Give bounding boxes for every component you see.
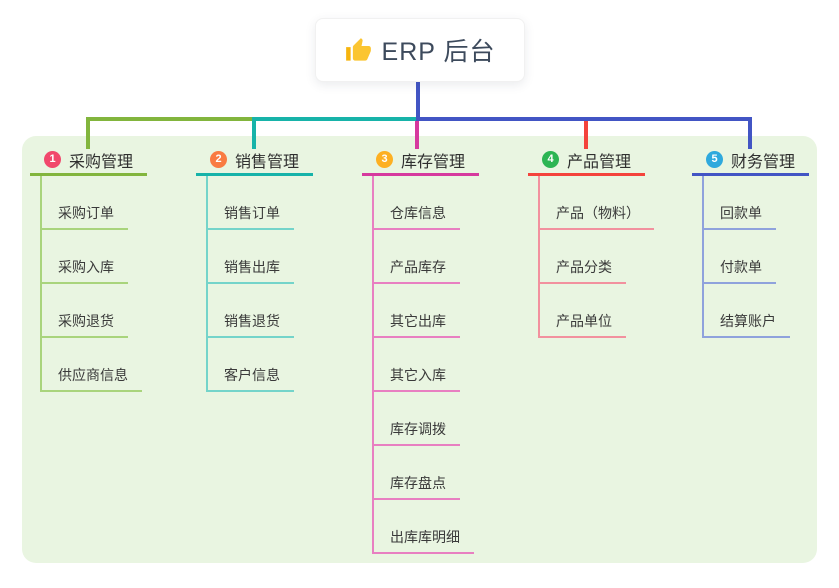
leaf-node[interactable]: 客户信息 (206, 338, 356, 392)
leaf-node-label: 付款单 (702, 257, 776, 284)
leaf-node[interactable]: 回款单 (702, 176, 839, 230)
leaf-node-label: 产品库存 (372, 257, 460, 284)
rail-branch-2 (252, 117, 416, 121)
drop-branch-3 (415, 121, 419, 149)
priority-badge: 3 (376, 151, 393, 168)
leaf-node-label: 采购入库 (40, 257, 128, 284)
leaf-node[interactable]: 库存盘点 (372, 446, 522, 500)
leaf-node[interactable]: 其它出库 (372, 284, 522, 338)
branch-spine-line (702, 176, 704, 338)
rail-branch-5 (416, 117, 750, 121)
thumbs-up-icon (345, 37, 371, 61)
branch-node-title[interactable]: 2 销售管理 (196, 146, 313, 176)
branch-title-label: 库存管理 (401, 153, 466, 171)
leaf-node[interactable]: 库存调拨 (372, 392, 522, 446)
drop-branch-5 (748, 117, 752, 149)
leaf-node-label: 产品分类 (538, 257, 626, 284)
leaf-node-label: 客户信息 (206, 365, 294, 392)
leaf-node-label: 产品单位 (538, 311, 626, 338)
branch-title-label: 产品管理 (567, 153, 632, 171)
leaf-node-label: 出库库明细 (372, 527, 474, 554)
leaf-node[interactable]: 销售退货 (206, 284, 356, 338)
leaf-node-label: 供应商信息 (40, 365, 142, 392)
branch-title-label: 采购管理 (69, 153, 134, 171)
leaf-node-label: 库存调拨 (372, 419, 460, 446)
leaf-node-label: 回款单 (702, 203, 776, 230)
leaf-node-label: 销售出库 (206, 257, 294, 284)
priority-badge: 2 (210, 151, 227, 168)
leaf-node[interactable]: 产品库存 (372, 230, 522, 284)
leaf-node-label: 销售退货 (206, 311, 294, 338)
leaf-node-label: 其它入库 (372, 365, 460, 392)
branch-3: 3 库存管理仓库信息产品库存其它出库其它入库库存调拨库存盘点出库库明细 (362, 146, 522, 554)
leaf-node[interactable]: 产品分类 (538, 230, 688, 284)
drop-branch-4 (584, 121, 588, 149)
priority-badge: 5 (706, 151, 723, 168)
branches-container (22, 136, 817, 563)
priority-badge: 4 (542, 151, 559, 168)
branch-spine-line (40, 176, 42, 392)
rail-branch-1 (86, 117, 252, 121)
branch-title-label: 销售管理 (235, 153, 300, 171)
branch-node-title[interactable]: 1 采购管理 (30, 146, 147, 176)
leaf-node-label: 库存盘点 (372, 473, 460, 500)
leaf-node-label: 采购退货 (40, 311, 128, 338)
root-node-label: ERP 后台 (381, 38, 496, 66)
leaf-node-label: 销售订单 (206, 203, 294, 230)
branch-node-title[interactable]: 4 产品管理 (528, 146, 645, 176)
branch-1: 1 采购管理采购订单采购入库采购退货供应商信息 (30, 146, 190, 392)
leaf-node[interactable]: 结算账户 (702, 284, 839, 338)
leaf-node-label: 采购订单 (40, 203, 128, 230)
leaf-node[interactable]: 采购入库 (40, 230, 190, 284)
leaf-node[interactable]: 供应商信息 (40, 338, 190, 392)
leaf-node[interactable]: 付款单 (702, 230, 839, 284)
leaf-node[interactable]: 销售订单 (206, 176, 356, 230)
branch-node-title[interactable]: 5 财务管理 (692, 146, 809, 176)
leaf-node[interactable]: 产品（物料） (538, 176, 688, 230)
drop-branch-1 (86, 117, 90, 149)
branch-node-title[interactable]: 3 库存管理 (362, 146, 479, 176)
leaf-node-label: 仓库信息 (372, 203, 460, 230)
leaf-node[interactable]: 仓库信息 (372, 176, 522, 230)
branch-spine-line (372, 176, 374, 554)
branch-4: 4 产品管理产品（物料） 产品分类产品单位 (528, 146, 688, 338)
leaf-node-label: 其它出库 (372, 311, 460, 338)
branch-spine-line (538, 176, 540, 338)
branch-spine-line (206, 176, 208, 392)
branch-2: 2 销售管理销售订单销售出库销售退货客户信息 (196, 146, 356, 392)
leaf-node[interactable]: 其它入库 (372, 338, 522, 392)
priority-badge: 1 (44, 151, 61, 168)
branch-5: 5 财务管理回款单付款单结算账户 (692, 146, 839, 338)
leaf-node[interactable]: 销售出库 (206, 230, 356, 284)
branch-title-label: 财务管理 (731, 153, 796, 171)
root-stem-line (416, 82, 420, 121)
leaf-node[interactable]: 采购退货 (40, 284, 190, 338)
leaf-node[interactable]: 产品单位 (538, 284, 688, 338)
root-node[interactable]: ERP 后台 (315, 18, 525, 82)
leaf-node-label: 产品（物料） (538, 203, 654, 230)
leaf-node-label: 结算账户 (702, 311, 790, 338)
leaf-node[interactable]: 采购订单 (40, 176, 190, 230)
drop-branch-2 (252, 117, 256, 149)
leaf-node[interactable]: 出库库明细 (372, 500, 522, 554)
